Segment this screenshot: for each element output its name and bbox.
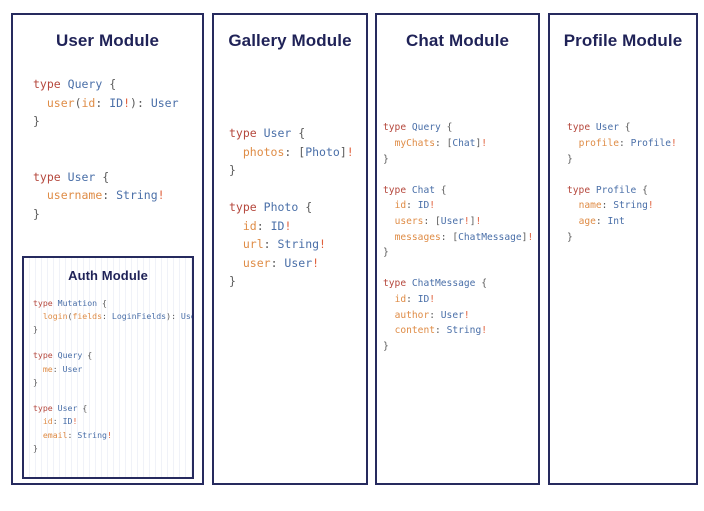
module-card-gallery[interactable]: Gallery Module type User { photos: [Phot… <box>212 13 368 485</box>
module-code-profile: type User { profile: Profile! } type Pro… <box>567 122 677 243</box>
module-card-chat[interactable]: Chat Module type Query { myChats: [Chat]… <box>375 13 540 485</box>
module-title-gallery: Gallery Module <box>228 31 352 50</box>
module-title-chat: Chat Module <box>405 31 510 50</box>
module-code-chat: type Query { myChats: [Chat]! } type Cha… <box>383 122 534 352</box>
module-card-profile[interactable]: Profile Module type User { profile: Prof… <box>548 13 698 485</box>
module-title-profile: Profile Module <box>563 31 683 50</box>
module-code-user: type Query { user(id: ID!): User } type … <box>33 77 179 221</box>
module-code-gallery: type User { photos: [Photo]! } type Phot… <box>229 126 354 289</box>
module-card-user[interactable]: User Module type Query { user(id: ID!): … <box>11 13 204 485</box>
module-title-user: User Module <box>55 31 160 50</box>
module-title-auth: Auth Module <box>68 268 148 283</box>
module-code-auth: type Mutation { login(fields: LoginField… <box>33 297 192 453</box>
module-card-auth[interactable]: Auth Module type Mutation { login(fields… <box>22 256 194 479</box>
